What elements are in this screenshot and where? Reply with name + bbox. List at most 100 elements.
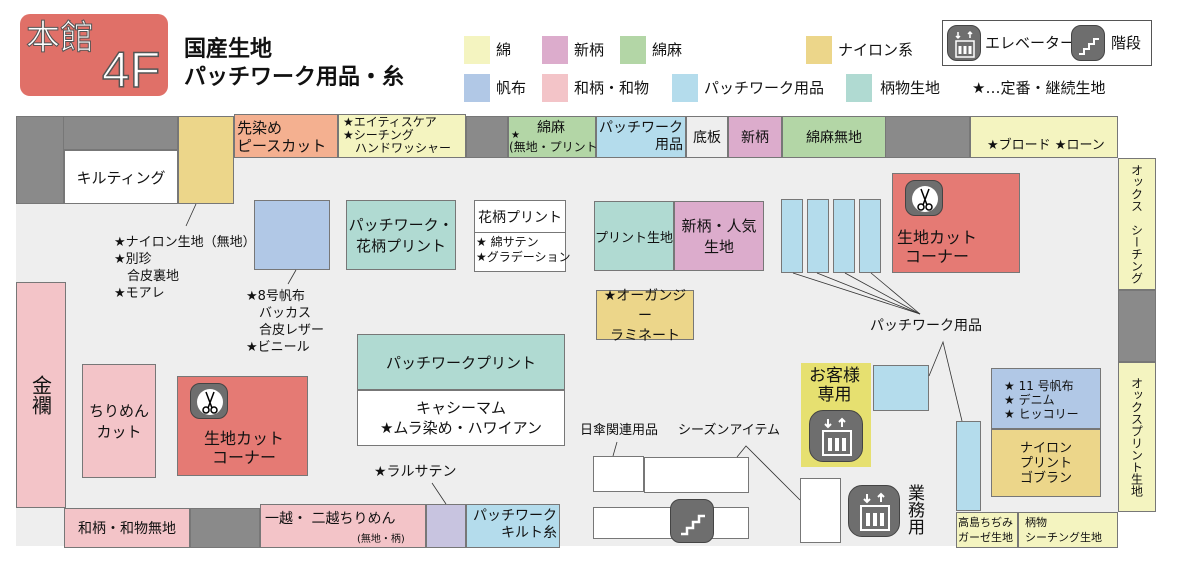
area-sokoita[interactable]: 底板 xyxy=(686,116,728,158)
area-menasa[interactable]: ★ 綿麻 (無地・プリント) xyxy=(508,116,602,158)
elevator-icon xyxy=(947,25,981,61)
area-ox-print[interactable]: オックスプリント生地 xyxy=(1118,362,1156,512)
area-customer-elevator[interactable]: お客様 専用 xyxy=(801,363,871,467)
area-broad-lawn[interactable]: ★ブロード ★ローン xyxy=(970,116,1118,158)
area-patchwork-top[interactable]: パッチワーク 用品 xyxy=(596,116,686,158)
shelf-patchwork-5[interactable] xyxy=(873,365,929,411)
label-hanagara-sub: ★ 綿サテン ★グラデーション xyxy=(476,235,571,264)
title-line-2: パッチワーク用品・糸 xyxy=(184,65,405,90)
area-patchwork-print[interactable]: パッチワークプリント xyxy=(357,334,565,390)
legend-label-shingara: 新柄 xyxy=(574,41,605,59)
area-cut-corner-2[interactable]: 生地カット コーナー xyxy=(177,376,308,476)
area-chirimen-cut[interactable]: ちりめん カット xyxy=(82,364,156,478)
area-eighties[interactable]: ★エイティスケア ★シーチング ハンドワッシャー xyxy=(338,114,466,158)
callout-nylon: ★ナイロン生地（無地） ★別珍 合皮裏地 ★モアレ xyxy=(114,235,256,301)
shelf-season[interactable] xyxy=(644,457,749,493)
label-menasa-star: ★ xyxy=(511,130,520,141)
wall-top-mid xyxy=(466,116,508,158)
shelf-patchwork-3[interactable] xyxy=(833,199,855,273)
label-sakizome: 先染め ピースカット xyxy=(237,119,327,155)
stairs-icon xyxy=(1071,25,1105,61)
area-nylon-print[interactable]: ナイロン プリント ゴブラン xyxy=(991,429,1101,497)
legend-swatch-garamono xyxy=(846,74,872,102)
label-hanagara-print: 花柄プリント xyxy=(475,201,565,233)
label-customer-only: お客様 専用 xyxy=(809,366,860,405)
legend-stairs-label: 階段 xyxy=(1111,34,1142,52)
area-quilting[interactable]: キルティング xyxy=(64,150,178,204)
area-wagara-muji[interactable]: 和柄・和物無地 xyxy=(64,508,190,548)
label-quilt-thread: パッチワーク キルト糸 xyxy=(473,508,557,541)
shelf-staff-side[interactable] xyxy=(800,478,841,543)
legend-label-garamono: 柄物生地 xyxy=(880,79,941,97)
legend-swatch-patchwork xyxy=(672,74,698,102)
area-cashmere[interactable]: キャシーマム ★ムラ染め・ハワイアン xyxy=(357,390,565,446)
elevator-icon xyxy=(848,485,900,537)
area-quilt-thread[interactable]: パッチワーク キルト糸 xyxy=(466,504,560,548)
floor-badge: 本館 4F xyxy=(20,14,168,99)
building-label: 本館 xyxy=(26,18,95,59)
label-garamono-sheeting: 柄物 シーチング生地 xyxy=(1025,516,1102,544)
area-patch-hanagara[interactable]: パッチワーク・ 花柄プリント xyxy=(346,200,456,270)
label-menasa: 綿麻 xyxy=(537,120,565,136)
label-canvas-denim: ★ 11 号帆布 ★ デニム ★ ヒッコリー xyxy=(1004,379,1079,421)
legend-label-wagara: 和柄・和物 xyxy=(574,79,650,97)
label-umbrella: 日傘関連用品 xyxy=(580,423,659,438)
shelf-patchwork-6[interactable] xyxy=(956,421,981,511)
area-hanagara-print[interactable]: 花柄プリント ★ 綿サテン ★グラデーション xyxy=(474,200,571,272)
label-ichigoshi: 一越・ 二越ちりめん xyxy=(265,511,396,527)
label-season: シーズンアイテム xyxy=(678,423,781,438)
label-broad-lawn: ★ブロード ★ローン xyxy=(987,138,1105,153)
area-ox-sheeting[interactable]: オックス シーチング xyxy=(1118,158,1156,290)
label-ral-satin: ★ラルサテン xyxy=(374,464,457,480)
area-takashima[interactable]: 高島ちぢみ ガーゼ生地 xyxy=(956,512,1018,548)
area-print-kiji[interactable]: プリント生地 xyxy=(594,201,674,271)
area-ichigoshi[interactable]: 一越・ 二越ちりめん (無地・柄) xyxy=(260,504,426,548)
stairs-icon[interactable] xyxy=(670,499,714,543)
label-menasa-sub: (無地・プリント) xyxy=(509,140,603,154)
wall-left xyxy=(16,116,64,204)
area-sakizome[interactable]: 先染め ピースカット xyxy=(234,114,338,158)
legend-label-nylon: ナイロン系 xyxy=(838,41,914,59)
shelf-patchwork-4[interactable] xyxy=(859,199,881,273)
label-kinran: 金襴 xyxy=(28,375,53,415)
area-ral-satin-shelf[interactable] xyxy=(426,504,466,548)
area-menasa-muji[interactable]: 綿麻無地 xyxy=(782,116,886,158)
label-cut-corner-2: 生地カット コーナー xyxy=(204,429,285,467)
label-ichigoshi-sub: (無地・柄) xyxy=(357,534,405,545)
label-cut-corner-1: 生地カット コーナー xyxy=(897,228,978,266)
area-canvas-denim[interactable]: ★ 11 号帆布 ★ デニム ★ ヒッコリー xyxy=(991,368,1101,429)
area-hanpu[interactable] xyxy=(254,200,330,270)
label-ox-sheeting: オックス シーチング xyxy=(1129,164,1144,284)
area-kinran[interactable]: 金襴 xyxy=(16,282,66,508)
label-takashima: 高島ちぢみ ガーゼ生地 xyxy=(958,516,1013,544)
area-cut-corner-1[interactable]: 生地カット コーナー xyxy=(892,173,1020,273)
shelf-patchwork-1[interactable] xyxy=(781,199,803,273)
legend-swatch-wata xyxy=(464,36,490,64)
floor-label: 4F xyxy=(101,41,161,99)
area-nylon-shelf[interactable] xyxy=(178,116,234,204)
area-shingara-top[interactable]: 新柄 xyxy=(728,116,782,158)
wall-right xyxy=(1118,290,1156,362)
legend-label-hanpu: 帆布 xyxy=(496,79,527,97)
callout-hanpu: ★8号帆布 バッカス 合皮レザー ★ビニール xyxy=(246,289,325,355)
legend-swatch-nylon xyxy=(806,36,832,64)
legend-swatch-wagara xyxy=(542,74,568,102)
legend-swatch-menasa xyxy=(620,36,646,64)
area-organdy[interactable]: ★オーガンジー ラミネート xyxy=(596,288,694,344)
label-ox-print: オックスプリント生地 xyxy=(1129,377,1144,497)
area-shingara-ninki[interactable]: 新柄・人気 生地 xyxy=(674,201,764,271)
wall-top-right xyxy=(884,116,970,158)
shelf-patchwork-2[interactable] xyxy=(807,199,829,273)
legend-elevator-label: エレベーター xyxy=(985,34,1076,52)
legend-swatch-hanpu xyxy=(464,74,490,102)
legend-icons-box: エレベーター 階段 xyxy=(942,20,1152,66)
label-eighties: ★エイティスケア ★シーチング ハンドワッシャー xyxy=(343,115,452,155)
shelf-umbrella[interactable] xyxy=(593,456,644,492)
area-garamono-sheeting[interactable]: 柄物 シーチング生地 xyxy=(1018,512,1118,548)
label-patchwork-supplies: パッチワーク用品 xyxy=(870,318,982,334)
legend-swatch-shingara xyxy=(542,36,568,64)
label-staff-only: 業務用 xyxy=(904,484,924,535)
scissors-icon xyxy=(905,180,943,216)
legend-label-wata: 綿 xyxy=(496,41,512,59)
elevator-icon xyxy=(809,410,863,462)
